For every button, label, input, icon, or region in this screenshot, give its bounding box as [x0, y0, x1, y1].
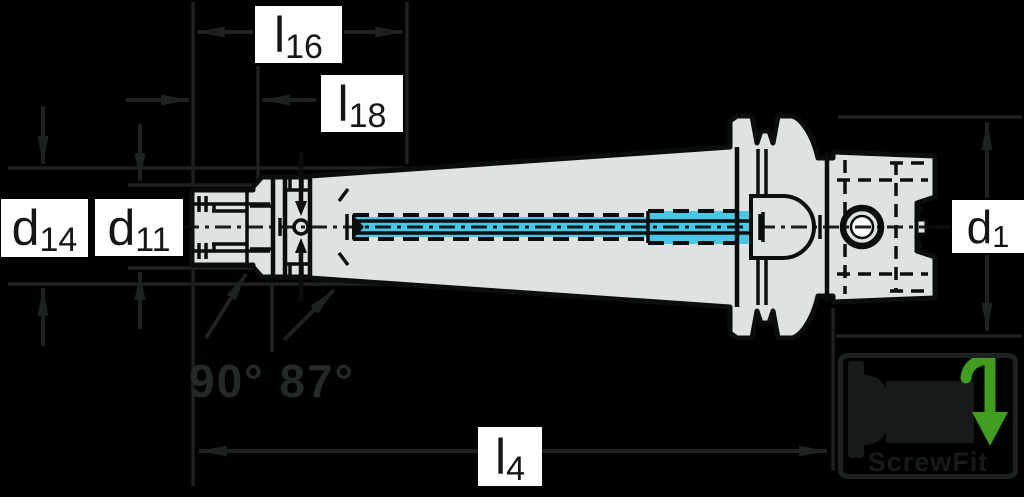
dim-label-text: d: [966, 200, 993, 253]
tool-holder-icon: [848, 361, 974, 458]
dimension-arrows: [37, 26, 993, 457]
dim-label-subscript: 14: [39, 221, 78, 259]
angle-annotation: 90° 87°: [189, 355, 355, 407]
dim-label-subscript: 16: [285, 27, 323, 66]
dim-label-text: l: [337, 75, 349, 132]
dim-label-text: d: [107, 199, 136, 256]
screwfit-logo-icon: [848, 353, 1008, 458]
bore-leader-arrows: [292, 152, 310, 302]
extension-lines: [8, 2, 1022, 486]
dim-label-subscript: 11: [135, 220, 171, 259]
dim-label-subscript: 1: [992, 219, 1010, 254]
dim-label-text: l: [494, 428, 507, 485]
screwfit-logo-label: ScrewFit: [867, 447, 989, 477]
screw-direction-arrow-icon: [960, 353, 1008, 446]
dim-label-text: d: [11, 200, 40, 256]
dim-label-subscript: 18: [348, 96, 387, 135]
flange-detail: [734, 147, 830, 307]
screwfit-logo-frame: [838, 353, 1018, 479]
coolant-channel: [352, 207, 758, 247]
dim-label-text: l: [274, 6, 286, 63]
dim-label-subscript: 4: [506, 449, 526, 488]
center-line: [183, 214, 958, 240]
